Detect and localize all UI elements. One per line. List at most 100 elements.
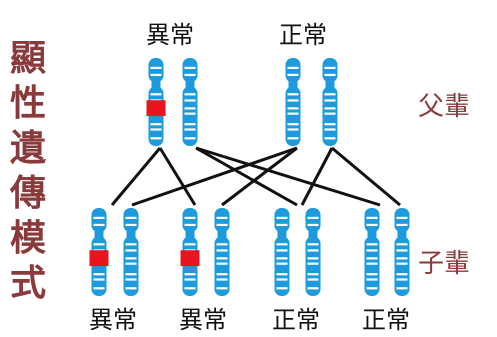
- chromosome-band: [324, 123, 336, 126]
- chromosome-band: [307, 257, 319, 260]
- chromosome-band: [125, 262, 137, 265]
- chromosome-band: [287, 66, 299, 69]
- chromosome-band: [307, 243, 319, 246]
- chromosome-band: [93, 278, 105, 281]
- parent-2-label: 正常: [279, 21, 327, 49]
- chromosome-band: [184, 137, 196, 140]
- chromosome-band: [184, 66, 196, 69]
- chromosome-band: [184, 128, 196, 131]
- parent-1-label: 異常: [146, 21, 194, 49]
- chromosome-band: [366, 257, 378, 260]
- centromere: [367, 230, 377, 239]
- chromosome-arm: [91, 208, 107, 233]
- chromosome-band: [150, 123, 162, 126]
- centromere: [126, 230, 136, 239]
- chromosome-band: [396, 223, 408, 227]
- chromosome-band: [150, 137, 162, 140]
- chromosome-band: [184, 287, 196, 290]
- chromosome-arm: [394, 208, 410, 233]
- centromere: [277, 230, 287, 239]
- chromosome-band: [93, 273, 105, 276]
- chromosome-band: [184, 112, 196, 115]
- child-chromosome: [274, 208, 290, 296]
- chromosome-band: [396, 257, 408, 260]
- child-chromosome: [123, 208, 139, 296]
- chromosome-band: [324, 99, 336, 102]
- chromosome-band: [366, 243, 378, 246]
- inheritance-line: [331, 146, 401, 207]
- parent-generation-label: 父輩: [418, 92, 471, 122]
- chromosome-band: [184, 99, 196, 102]
- chromosome-band: [216, 257, 228, 260]
- chromosome-band: [125, 216, 137, 219]
- chromosome-band: [307, 278, 319, 281]
- child-chromosome: [394, 208, 410, 296]
- centromere: [217, 230, 227, 239]
- chromosome-band: [125, 278, 137, 281]
- chromosome-band: [307, 223, 319, 227]
- chromosome-band: [276, 278, 288, 281]
- chromosome-band: [287, 123, 299, 126]
- parent-chromosome: [322, 58, 338, 146]
- chromosome-band: [184, 223, 196, 227]
- chromosome-band: [396, 278, 408, 281]
- chromosome-band: [150, 93, 162, 96]
- chromosome-band: [324, 112, 336, 115]
- chromosome-band: [324, 66, 336, 69]
- chromosome-band: [276, 273, 288, 276]
- chromosome-band: [184, 273, 196, 276]
- chromosome-band: [93, 243, 105, 246]
- child-4-label: 正常: [362, 306, 410, 334]
- child-1-label: 異常: [89, 306, 137, 334]
- chromosome-band: [287, 107, 299, 110]
- chromosome-band: [324, 73, 336, 77]
- parent-chromosome: [182, 58, 198, 146]
- chromosome-band: [307, 249, 319, 252]
- chromosome-band: [366, 262, 378, 265]
- inheritance-line: [110, 147, 162, 206]
- chromosome-band: [125, 249, 137, 252]
- chromosome-band: [366, 216, 378, 219]
- chromosome-band: [396, 243, 408, 246]
- chromosome-band: [366, 287, 378, 290]
- chromosome-band: [125, 257, 137, 260]
- chromosome-band: [216, 273, 228, 276]
- chromosome-band: [276, 257, 288, 260]
- centromere: [151, 80, 161, 89]
- title-char: 式: [9, 263, 46, 304]
- title-char: 遺: [9, 128, 46, 169]
- chromosome-band: [366, 278, 378, 281]
- chromosome-band: [276, 249, 288, 252]
- child-chromosome: [364, 208, 380, 296]
- chromosome-band: [125, 243, 137, 246]
- chromosome-band: [276, 262, 288, 265]
- chromosome-arm: [274, 208, 290, 233]
- chromosome-band: [216, 262, 228, 265]
- chromosome-band: [150, 66, 162, 69]
- chromosome-arm: [364, 208, 380, 233]
- chromosome-band: [125, 287, 137, 290]
- title-char: 性: [9, 83, 46, 124]
- chromosome-band: [184, 73, 196, 77]
- chromosome-band: [276, 223, 288, 227]
- chromosome-arm: [148, 58, 164, 83]
- mutation-marker: [146, 100, 166, 117]
- centromere: [185, 230, 195, 239]
- chromosome-band: [324, 128, 336, 131]
- chromosome-band: [307, 287, 319, 290]
- chromosome-arm: [305, 208, 321, 233]
- title-char: 模: [9, 218, 46, 259]
- chromosome-band: [276, 216, 288, 219]
- chromosome-band: [396, 273, 408, 276]
- inheritance-line: [158, 147, 197, 206]
- centromere: [308, 230, 318, 239]
- centromere: [325, 80, 335, 89]
- chromosome-arm: [182, 58, 198, 83]
- chromosome-band: [276, 243, 288, 246]
- chromosome-band: [366, 249, 378, 252]
- chromosome-band: [184, 123, 196, 126]
- centromere: [397, 230, 407, 239]
- chromosome-band: [216, 249, 228, 252]
